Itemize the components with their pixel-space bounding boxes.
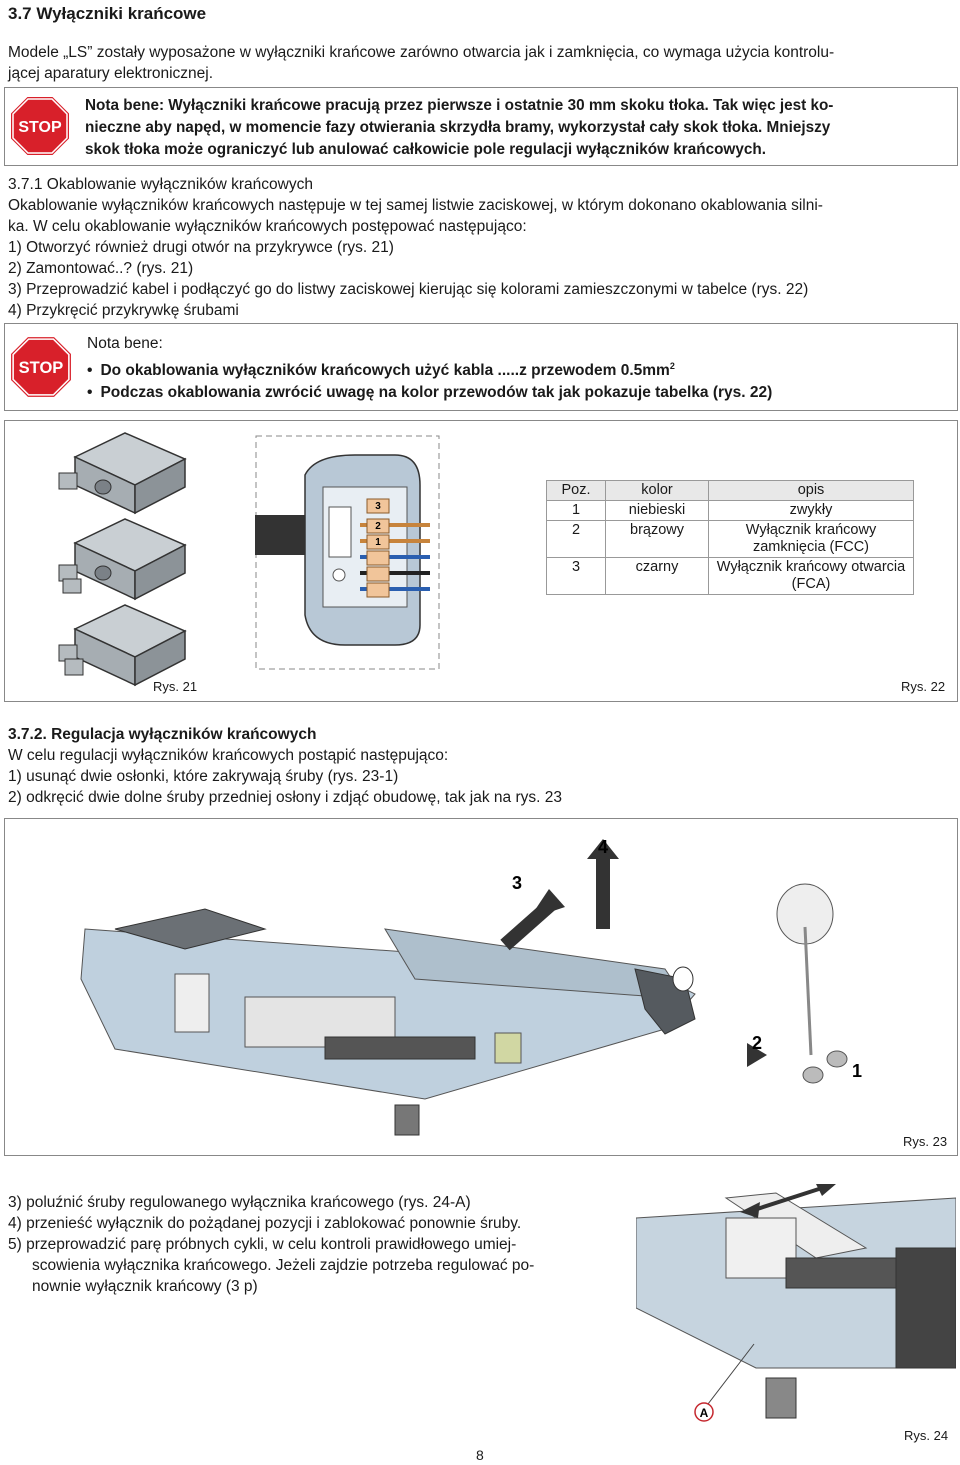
section-title: 3.7 Wyłączniki krańcowe [8, 4, 207, 23]
wire-color-table: Poz. kolor opis 1 niebieski zwykły 2 brą… [546, 480, 914, 595]
table-header: kolor [605, 480, 709, 501]
step-line: 3) Przeprowadzić kabel i podłączyć go do… [8, 281, 809, 298]
subsection-wiring: 3.7.1 Okablowanie wyłączników krańcowych… [8, 174, 958, 321]
table-cell: czarny [605, 557, 709, 595]
figure-label: A [700, 1406, 709, 1420]
adjustment-steps: 3) poluźnić śruby regulowanego wyłącznik… [8, 1192, 618, 1297]
step-line: 3) poluźnić śruby regulowanego wyłącznik… [8, 1194, 471, 1211]
paragraph-line: W celu regulacji wyłączników krańcowych … [8, 747, 449, 764]
note1-line: nieczne aby napęd, w momencie fazy otwie… [85, 119, 831, 136]
step-line: 5) przeprowadzić parę próbnych cykli, w … [8, 1236, 517, 1253]
intro-line: Modele „LS” zostały wyposażone w wyłączn… [8, 44, 835, 61]
figure-label: 3 [512, 873, 522, 893]
stop-label: STOP [18, 119, 62, 136]
note-box-1: STOP Nota bene: Wyłączniki krańcowe prac… [4, 87, 958, 166]
terminal-number: 3 [375, 501, 381, 512]
actuator-drawing: 4 3 2 1 [80, 837, 862, 1136]
table-cell: zwykły [708, 500, 914, 521]
step-line: 1) usunąć dwie osłonki, które zakrywają … [8, 768, 399, 785]
note2-bullet: Do okablowania wyłączników krańcowych uż… [87, 355, 947, 382]
cover-1 [58, 432, 187, 515]
figure-label: 4 [598, 837, 608, 857]
step-line: 1) Otworzyć również drugi otwór na przyk… [8, 239, 394, 256]
stop-sign-icon: STOP [9, 335, 73, 399]
limit-switch-drawing: A [636, 1184, 956, 1422]
table-cell: Wyłącznik krańcowy zamknięcia (FCC) [708, 520, 914, 558]
figure-caption: Rys. 21 [153, 679, 198, 694]
note1-line: Nota bene: Wyłączniki krańcowe pracują p… [85, 97, 834, 114]
table-cell: niebieski [605, 500, 709, 521]
page-number: 8 [476, 1447, 484, 1463]
step-line: 2) odkręcić dwie dolne śruby przedniej o… [8, 789, 562, 806]
step-line: 2) Zamontować..? (rys. 21) [8, 260, 194, 277]
table-header-row: Poz. kolor opis [546, 480, 914, 501]
table-cell: Wyłącznik krańcowy otwarcia (FCA) [708, 557, 914, 595]
table-row: 2 brązowy Wyłącznik krańcowy zamknięcia … [546, 520, 914, 558]
subsection-title: 3.7.2. Regulacja wyłączników krańcowych [8, 726, 317, 743]
step-line: 4) Przykręcić przykrywkę śrubami [8, 302, 239, 319]
paragraph-line: ka. W celu okablowanie wyłączników krańc… [8, 218, 527, 235]
table-row: 3 czarny Wyłącznik krańcowy otwarcia (FC… [546, 557, 914, 595]
paragraph-line: Okablowanie wyłączników krańcowych nastę… [8, 197, 823, 214]
terminal-number: 1 [375, 537, 381, 548]
intro-line: jącej aparatury elektronicznej. [8, 65, 214, 82]
cover-drawing [58, 432, 187, 687]
figure-box-21-22: 3 2 1 Poz. kolor opis 1 niebieski zwykły… [4, 420, 958, 702]
stop-label: STOP [19, 359, 64, 377]
step-line: nownie wyłącznik krańcowy (3 p) [32, 1278, 258, 1295]
cover-3 [58, 604, 187, 687]
figure-caption: Rys. 23 [903, 1134, 948, 1149]
cover-2 [58, 518, 187, 601]
note2-text: Nota bene: Do okablowania wyłączników kr… [87, 333, 947, 404]
table-header: Poz. [546, 480, 606, 501]
table-cell: 3 [546, 557, 606, 595]
note2-bullet: Podczas okablowania zwrócić uwagę na kol… [87, 382, 947, 404]
figure-caption: Rys. 22 [901, 679, 946, 694]
table-row: 1 niebieski zwykły [546, 500, 914, 521]
note1-line: skok tłoka może ograniczyć lub anulować … [85, 141, 766, 158]
figure-label: 2 [752, 1033, 762, 1053]
terminal-number: 2 [375, 521, 381, 532]
intro-paragraph: Modele „LS” zostały wyposażone w wyłączn… [8, 42, 958, 84]
table-cell: 2 [546, 520, 606, 558]
note2-title: Nota bene: [87, 335, 163, 352]
figure-label: 1 [852, 1061, 862, 1081]
table-cell: 1 [546, 500, 606, 521]
note-box-2: STOP Nota bene: Do okablowania wyłącznik… [4, 323, 958, 411]
figure-caption: Rys. 24 [904, 1428, 949, 1443]
step-line: scowienia wyłącznika krańcowego. Jeżeli … [32, 1257, 535, 1274]
step-line: 4) przenieść wyłącznik do pożądanej pozy… [8, 1215, 522, 1232]
subsection-adjustment: 3.7.2. Regulacja wyłączników krańcowych … [8, 724, 958, 808]
subsection-title: 3.7.1 Okablowanie wyłączników krańcowych [8, 176, 313, 193]
figure-box-23: 4 3 2 1 Rys. 23 [4, 818, 958, 1156]
note1-text: Nota bene: Wyłączniki krańcowe pracują p… [85, 95, 955, 161]
table-cell: brązowy [605, 520, 709, 558]
stop-sign-icon: STOP [9, 95, 71, 157]
table-header: opis [708, 480, 914, 501]
terminal-block-drawing: 3 2 1 [255, 435, 440, 670]
